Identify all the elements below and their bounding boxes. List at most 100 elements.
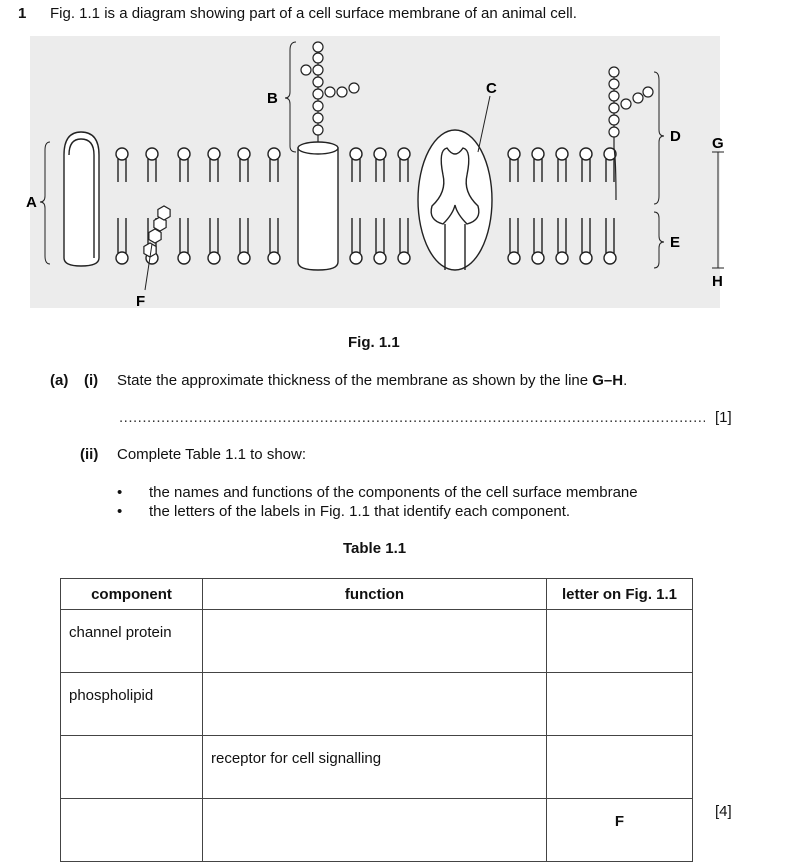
bullet-2-mark: • <box>117 503 123 520</box>
label-B: B <box>267 90 278 107</box>
question-a-ii-text: Complete Table 1.1 to show: <box>117 446 307 463</box>
glycoprotein <box>297 141 339 271</box>
sugar-unit <box>312 88 324 100</box>
sugar-unit <box>336 86 348 98</box>
question-a-i-bold: G–H <box>592 372 624 389</box>
phospholipid-tail <box>375 159 385 182</box>
cell-component[interactable] <box>60 735 203 799</box>
cell-function[interactable]: receptor for cell signalling <box>202 735 547 799</box>
phospholipid-tail <box>509 159 519 182</box>
sugar-unit <box>608 126 620 138</box>
sugar-unit <box>312 41 324 53</box>
bullet-1: the names and functions of the component… <box>149 484 638 501</box>
part-a-i-label: (i) <box>84 372 99 389</box>
table-row: F <box>60 798 693 862</box>
sugar-unit <box>312 52 324 64</box>
cell-function[interactable] <box>202 609 547 673</box>
cell-letter[interactable] <box>546 735 693 799</box>
phospholipid-head <box>115 251 129 265</box>
phospholipid-tail <box>581 218 591 253</box>
sugar-unit <box>348 82 360 94</box>
cell-component[interactable]: phospholipid <box>60 672 203 736</box>
label-H: H <box>712 273 723 290</box>
phospholipid-tail <box>147 159 157 182</box>
question-number: 1 <box>18 5 27 22</box>
table-row: receptor for cell signalling <box>60 735 693 799</box>
phospholipid-tail <box>605 159 615 182</box>
cell-component[interactable] <box>60 798 203 862</box>
phospholipid-tail <box>179 218 189 253</box>
sugar-unit <box>312 64 324 76</box>
phospholipid-head <box>145 147 159 161</box>
phospholipid-head <box>531 251 545 265</box>
sugar-unit <box>608 114 620 126</box>
phospholipid-head <box>207 147 221 161</box>
phospholipid-tail <box>557 159 567 182</box>
phospholipid-tail <box>533 218 543 253</box>
bullet-1-mark: • <box>117 484 123 501</box>
sugar-unit <box>608 102 620 114</box>
phospholipid-tail <box>581 159 591 182</box>
cholesterol-ring <box>157 205 171 221</box>
marks-a-i: [1] <box>715 409 732 426</box>
phospholipid-head <box>267 251 281 265</box>
phospholipid-tail <box>509 218 519 253</box>
phospholipid-head <box>373 251 387 265</box>
sugar-unit <box>620 98 632 110</box>
phospholipid-head <box>237 251 251 265</box>
sugar-unit <box>312 76 324 88</box>
phospholipid-head <box>373 147 387 161</box>
phospholipid-head <box>177 251 191 265</box>
phospholipid-head <box>579 251 593 265</box>
sugar-unit <box>300 64 312 76</box>
cell-membrane-diagram: A B C D E F G H <box>26 36 724 310</box>
cell-letter[interactable] <box>546 609 693 673</box>
phospholipid-tail <box>399 218 409 253</box>
phospholipid-head <box>555 147 569 161</box>
cell-letter[interactable]: F <box>546 798 693 862</box>
cell-component[interactable]: channel protein <box>60 609 203 673</box>
phospholipid-bilayer <box>115 147 617 265</box>
part-a-ii-label: (ii) <box>80 446 99 463</box>
phospholipid-head <box>267 147 281 161</box>
phospholipid-tail <box>269 218 279 253</box>
phospholipid-tail <box>179 159 189 182</box>
phospholipid-tail <box>557 218 567 253</box>
marks-a-ii: [4] <box>715 803 732 820</box>
edge-protein <box>63 131 100 267</box>
sugar-unit <box>608 78 620 90</box>
figure-background <box>30 36 720 308</box>
cell-letter[interactable] <box>546 672 693 736</box>
cholesterol <box>143 205 171 258</box>
answer-line[interactable]: ........................................… <box>119 409 705 426</box>
header-letter: letter on Fig. 1.1 <box>546 578 693 610</box>
label-E: E <box>670 234 680 251</box>
sugar-unit <box>642 86 654 98</box>
header-function: function <box>202 578 547 610</box>
figure-caption: Fig. 1.1 <box>348 334 400 351</box>
sugar-unit <box>312 124 324 136</box>
phospholipid-head <box>507 251 521 265</box>
header-component: component <box>60 578 203 610</box>
phospholipid-head <box>507 147 521 161</box>
phospholipid-head <box>115 147 129 161</box>
phospholipid-tail <box>605 218 615 253</box>
phospholipid-head <box>397 251 411 265</box>
cell-function[interactable] <box>202 798 547 862</box>
question-a-i-text-end: . <box>623 372 628 389</box>
question-a-i-text: State the approximate thickness of the m… <box>117 372 627 389</box>
glycolipid-chain-stem <box>613 75 617 201</box>
carbohydrate-chains <box>300 41 654 201</box>
phospholipid-head <box>237 147 251 161</box>
label-G: G <box>712 135 724 152</box>
sugar-unit <box>312 100 324 112</box>
cell-function[interactable] <box>202 672 547 736</box>
cholesterol-ring <box>153 216 167 232</box>
phospholipid-head <box>531 147 545 161</box>
sugar-unit <box>324 86 336 98</box>
phospholipid-tail <box>399 159 409 182</box>
table-row: channel protein <box>60 609 693 673</box>
part-a-label: (a) <box>50 372 69 389</box>
label-A: A <box>26 194 37 211</box>
phospholipid-head <box>579 147 593 161</box>
